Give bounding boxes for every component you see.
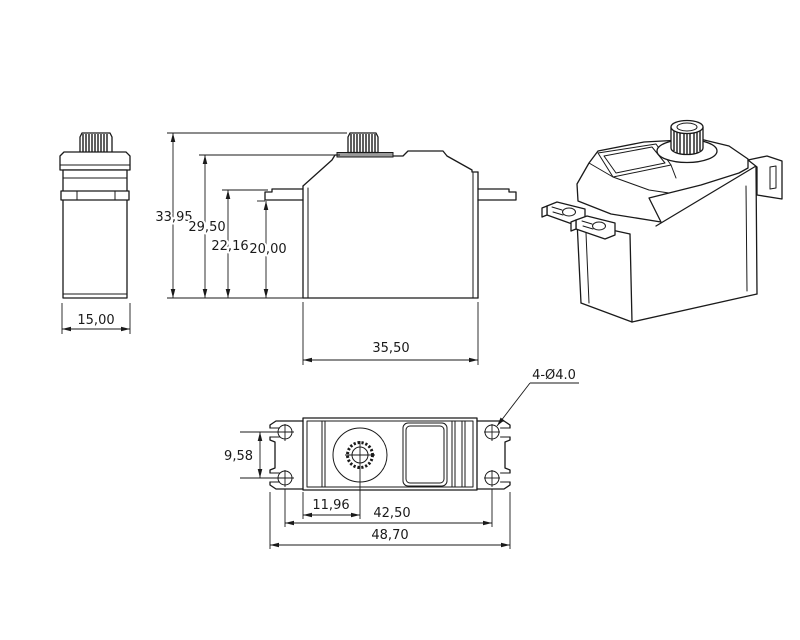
side-view-body xyxy=(60,169,130,299)
dim-front-tab-bottom-height: 20,00 xyxy=(249,242,286,257)
plan-output-shaft xyxy=(332,427,388,519)
side-view: 15,00 xyxy=(59,132,131,334)
dim-front-body-width: 35,50 xyxy=(372,341,409,356)
iso-spline-shaft xyxy=(656,119,718,164)
front-view-spline-shaft xyxy=(347,132,379,154)
plan-right-mounting-ear xyxy=(476,420,511,490)
side-view-width-dimension: 15,00 xyxy=(61,303,131,334)
isometric-view xyxy=(541,119,783,323)
side-view-spline-shaft xyxy=(79,132,113,154)
dim-front-case-height: 29,50 xyxy=(188,220,225,235)
iso-body xyxy=(576,165,758,323)
iso-rear-mounting-ear xyxy=(747,155,783,200)
dim-plan-hole-pitch-y: 9,58 xyxy=(224,449,253,464)
front-view-body xyxy=(302,150,479,299)
front-view-width-dimension: 35,50 xyxy=(302,302,479,365)
front-view-right-mounting-tab xyxy=(477,188,517,201)
dim-front-tab-top-height: 22,16 xyxy=(211,239,248,254)
iso-front-mounting-ear xyxy=(541,201,616,240)
plan-holes-callout: 4-Ø4.0 xyxy=(496,366,579,427)
dim-plan-hole-pitch-x: 42,50 xyxy=(373,506,410,521)
front-view-height-dimensions: 33,95 29,50 22,16 20,00 xyxy=(153,132,347,299)
plan-bottom-dimensions: 11,96 42,50 48,70 xyxy=(269,489,511,549)
dim-plan-overall-width: 48,70 xyxy=(371,528,408,543)
front-view: 33,95 29,50 22,16 20,00 35,50 xyxy=(153,132,517,365)
plan-left-mounting-ear xyxy=(240,420,304,490)
plan-body xyxy=(302,417,478,491)
dim-side-width: 15,00 xyxy=(77,313,114,328)
dim-front-overall-height: 33,95 xyxy=(155,210,192,225)
side-view-top-cap xyxy=(59,151,131,171)
front-view-flange-strip xyxy=(336,152,394,158)
plan-view: 9,58 11,96 42,50 48,70 4-Ø4.0 xyxy=(222,366,579,549)
plan-label-recess xyxy=(402,422,448,487)
plan-hole-pitch-y-dimension: 9,58 xyxy=(222,432,263,478)
dim-plan-shaft-offset: 11,96 xyxy=(312,498,349,513)
callout-mounting-holes: 4-Ø4.0 xyxy=(532,368,576,383)
front-view-left-mounting-tab xyxy=(264,188,304,201)
